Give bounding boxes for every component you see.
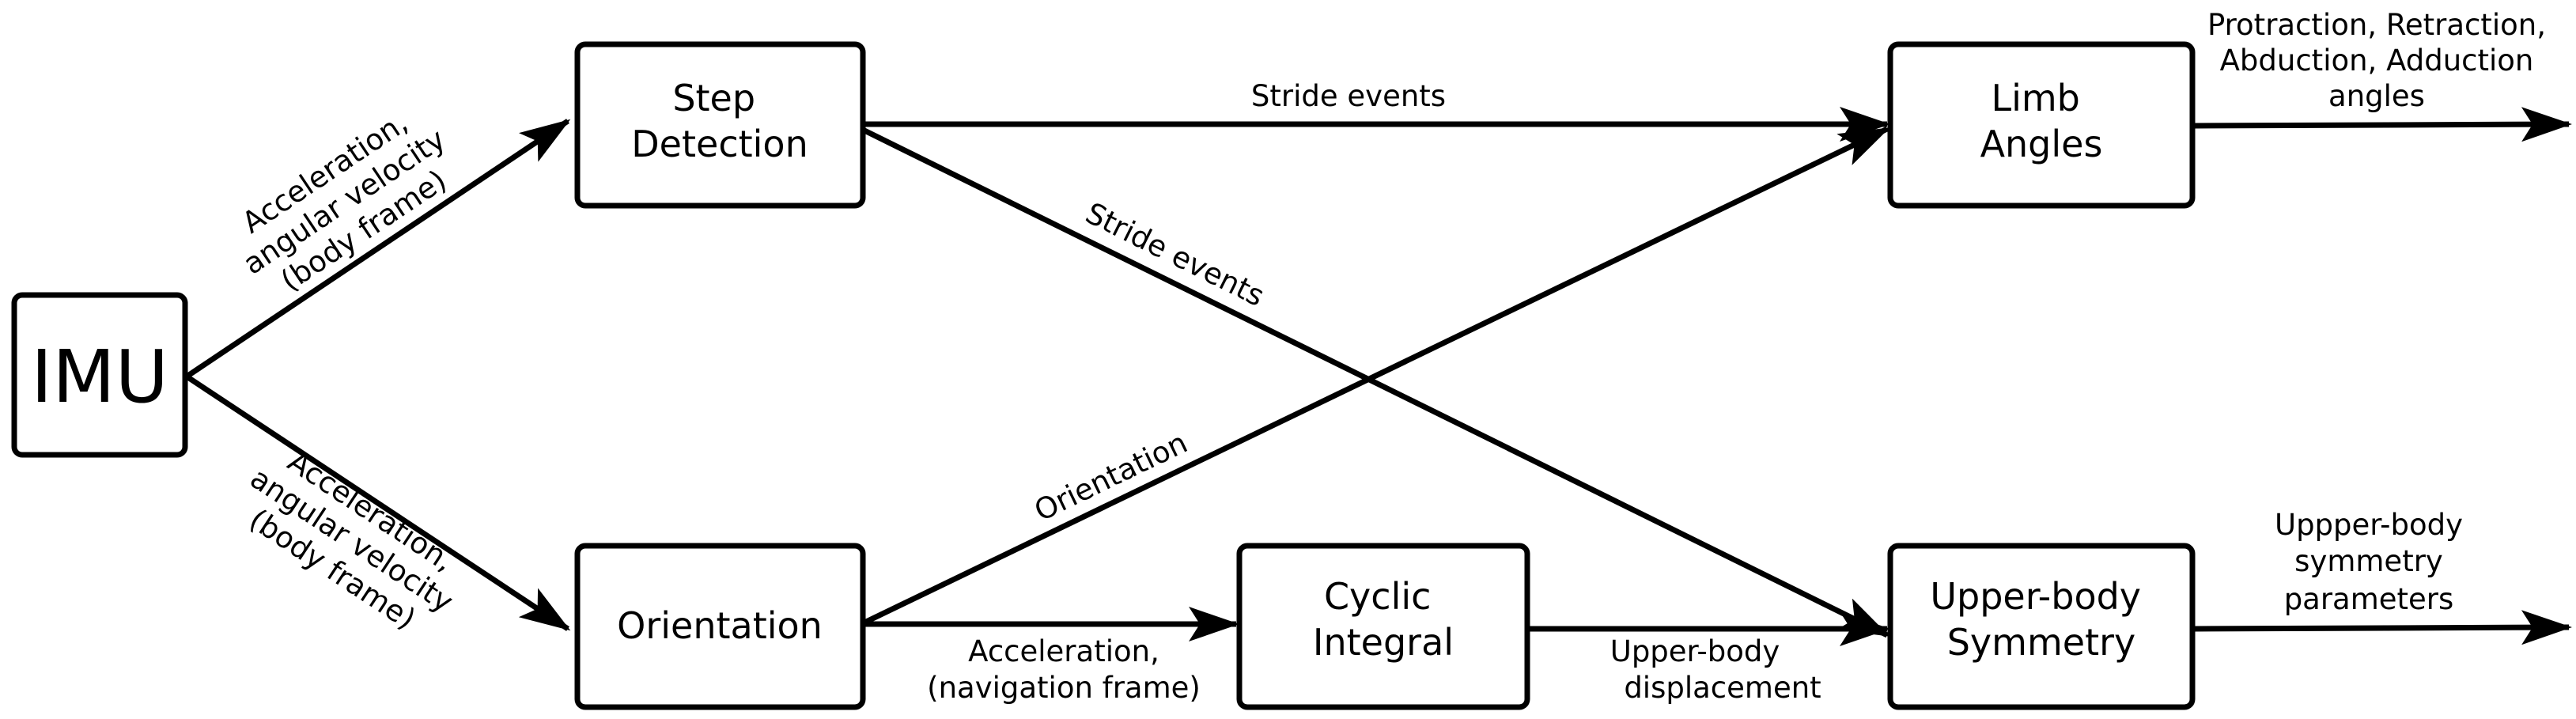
- label-step-detection-to-limb-angles: Stride events: [1251, 79, 1446, 113]
- node-step-detection-label: Step Detection: [631, 77, 808, 165]
- node-upper-body-symmetry-label: Upper-body Symmetry: [1930, 575, 2152, 664]
- svg-text:parameters: parameters: [2284, 582, 2454, 616]
- edge-imu-to-step-detection: [185, 119, 571, 379]
- node-limb-angles-label: Limb Angles: [1980, 77, 2103, 165]
- edge-orientation-to-limb-angles: [863, 126, 1890, 626]
- node-cyclic-integral-label: Cyclic Integral: [1313, 575, 1454, 664]
- label-upper-body-symmetry-output: Uppper-body symmetry parameters: [2275, 508, 2463, 616]
- svg-text:symmetry: symmetry: [2294, 544, 2443, 578]
- node-orientation-label: Orientation: [617, 604, 823, 647]
- svg-text:Uppper-body: Uppper-body: [2275, 508, 2463, 542]
- node-step-detection: Step Detection: [574, 41, 866, 209]
- svg-text:Abduction, Adduction: Abduction, Adduction: [2220, 44, 2534, 78]
- label-limb-angles-output: Protraction, Retraction, Abduction, Addu…: [2207, 8, 2546, 113]
- node-imu-label: IMU: [31, 335, 168, 419]
- svg-text:displacement: displacement: [1624, 671, 1821, 705]
- svg-text:Upper-body: Upper-body: [1610, 634, 1780, 668]
- label-orientation-to-cyclic-integral: Acceleration, (navigation frame): [927, 634, 1201, 705]
- svg-text:(navigation frame): (navigation frame): [927, 671, 1201, 705]
- node-imu: IMU: [11, 292, 188, 458]
- label-imu-to-step-detection: Acceleration, angular velocity (body fra…: [236, 105, 452, 297]
- label-cyclic-integral-to-upper-body-symmetry: Upper-body displacement: [1610, 634, 1821, 705]
- edge-step-detection-to-upper-body-symmetry: [863, 127, 1890, 638]
- edge-upper-body-symmetry-output: [2193, 610, 2572, 645]
- node-limb-angles: Limb Angles: [1887, 41, 2196, 209]
- label-imu-to-orientation: Acceleration, angular velocity (body fra…: [244, 445, 460, 637]
- svg-text:angles: angles: [2328, 79, 2425, 113]
- node-orientation: Orientation: [574, 543, 866, 710]
- label-step-detection-to-upper-body-symmetry: Stride events: [1080, 196, 1269, 313]
- node-upper-body-symmetry: Upper-body Symmetry: [1887, 543, 2196, 710]
- node-cyclic-integral: Cyclic Integral: [1236, 543, 1530, 710]
- edge-imu-to-orientation: [185, 374, 571, 631]
- svg-text:Acceleration,: Acceleration,: [968, 634, 1159, 668]
- svg-text:Protraction, Retraction,: Protraction, Retraction,: [2207, 8, 2546, 42]
- edge-limb-angles-output: [2193, 107, 2572, 142]
